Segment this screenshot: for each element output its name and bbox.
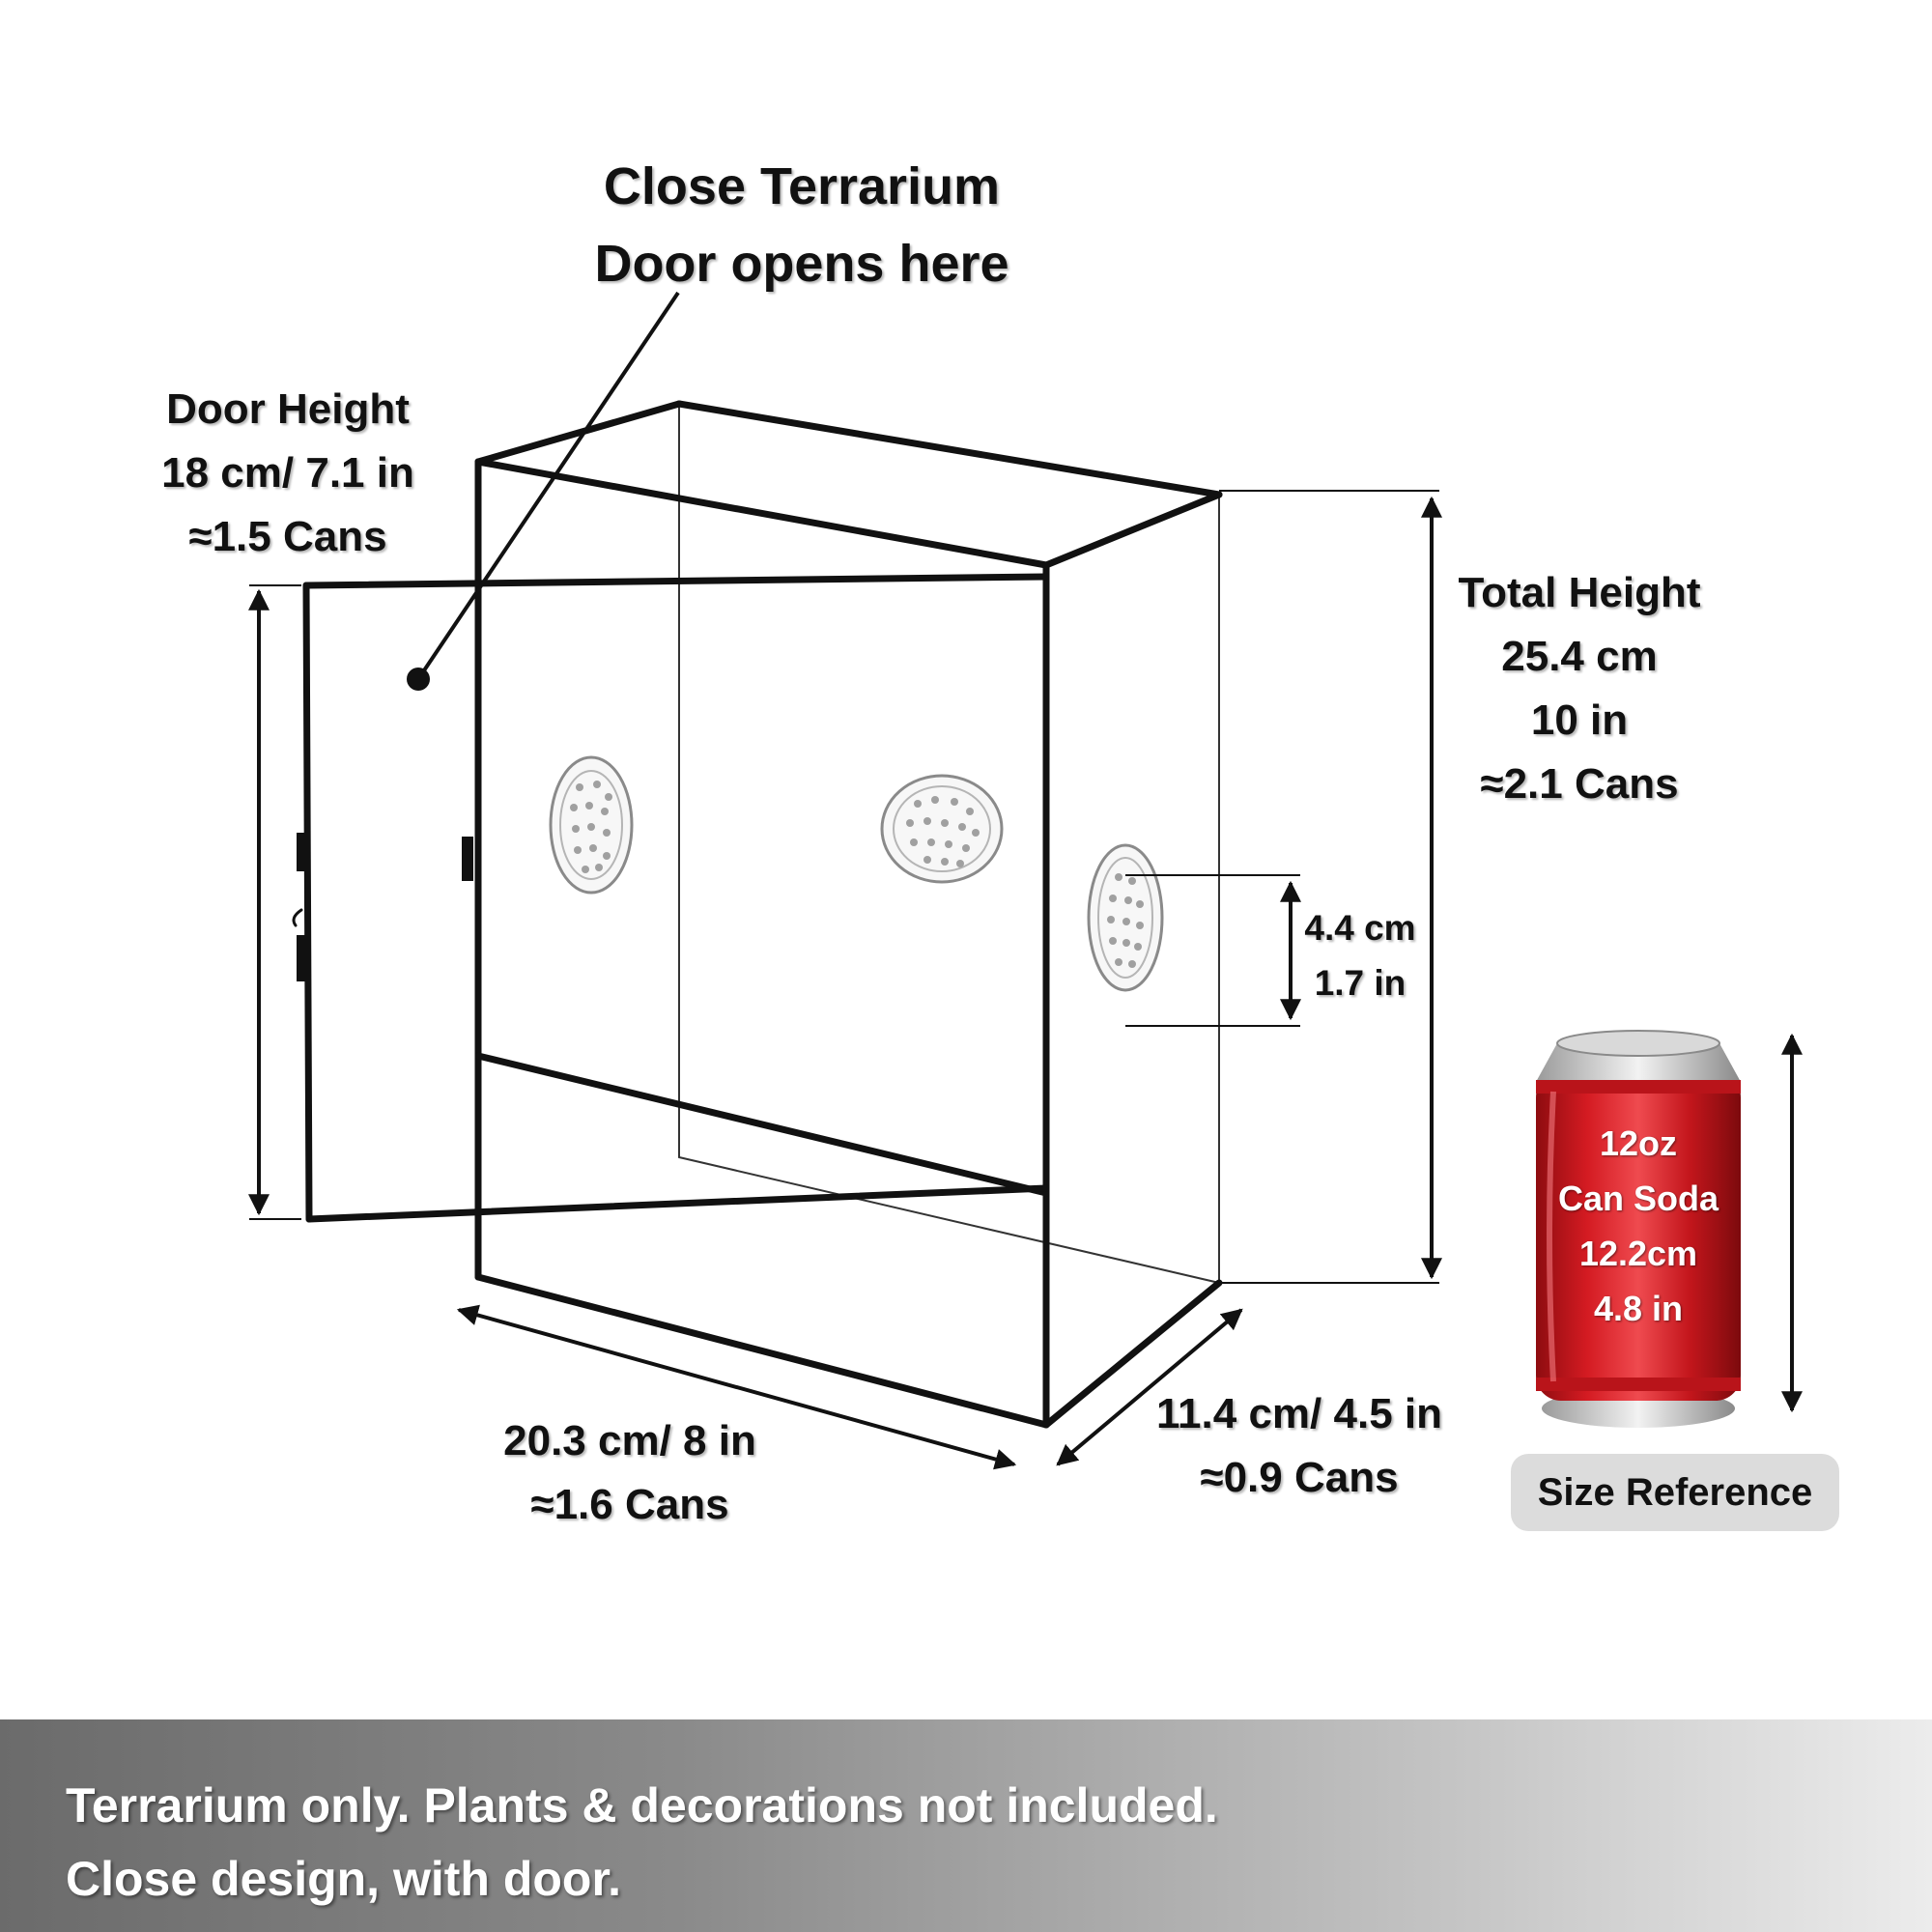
soda-can-icon xyxy=(1536,1030,1741,1428)
width-label: 20.3 cm/ 8 in ≈1.6 Cans xyxy=(466,1420,794,1548)
size-reference-badge: Size Reference xyxy=(1511,1454,1839,1531)
total-height-label: Total Height 25.4 cm 10 in ≈2.1 Cans xyxy=(1430,572,1729,827)
vent-size-label: 4.4 cm 1.7 in xyxy=(1293,910,1428,1020)
door-pointer xyxy=(407,291,680,691)
door-panel xyxy=(302,573,1050,1223)
hinge-top xyxy=(297,833,306,871)
latch xyxy=(462,837,473,881)
door-height-line2: 18 cm/ 7.1 in xyxy=(161,449,414,497)
total-height-line1: Total Height xyxy=(1458,569,1701,616)
total-height-line2: 25.4 cm xyxy=(1501,633,1658,680)
hinge-bottom xyxy=(297,935,306,981)
vent-side xyxy=(1087,843,1164,992)
can-line2: Can Soda xyxy=(1557,1179,1719,1218)
depth-line1: 11.4 cm/ 4.5 in xyxy=(1156,1390,1442,1437)
title-line1: Close Terrarium xyxy=(603,157,1001,215)
door-height-line3: ≈1.5 Cans xyxy=(188,513,387,560)
can-label: 12oz Can Soda 12.2cm 4.8 in xyxy=(1542,1126,1735,1347)
door-height-line1: Door Height xyxy=(166,385,410,433)
can-line1: 12oz xyxy=(1599,1123,1678,1163)
hook xyxy=(292,908,303,927)
width-line2: ≈1.6 Cans xyxy=(530,1481,729,1528)
terrarium-frame xyxy=(292,400,1223,1429)
title-label: Close Terrarium Door opens here xyxy=(551,160,1053,315)
vent-holes xyxy=(549,755,1164,992)
vent-size-line1: 4.4 cm xyxy=(1304,908,1416,948)
door-height-label: Door Height 18 cm/ 7.1 in ≈1.5 Cans xyxy=(124,388,452,580)
width-line1: 20.3 cm/ 8 in xyxy=(503,1417,756,1464)
total-height-line3: 10 in xyxy=(1530,696,1629,744)
can-line4: 4.8 in xyxy=(1593,1289,1684,1328)
dimension-lines xyxy=(248,490,1803,1470)
banner-line2: Close design, with door. xyxy=(66,1852,622,1906)
total-height-line4: ≈2.1 Cans xyxy=(1480,760,1679,808)
vent-left xyxy=(549,755,634,895)
vent-back xyxy=(880,774,1004,884)
banner-line1: Terrarium only. Plants & decorations not… xyxy=(66,1778,1218,1833)
vent-size-line2: 1.7 in xyxy=(1314,963,1406,1003)
depth-label: 11.4 cm/ 4.5 in ≈0.9 Cans xyxy=(1121,1393,1478,1520)
front-frame xyxy=(474,400,1223,1429)
info-banner: Terrarium only. Plants & decorations not… xyxy=(0,1719,1932,1932)
depth-line2: ≈0.9 Cans xyxy=(1200,1454,1399,1501)
can-line3: 12.2cm xyxy=(1578,1234,1698,1273)
title-line2: Door opens here xyxy=(594,235,1009,293)
